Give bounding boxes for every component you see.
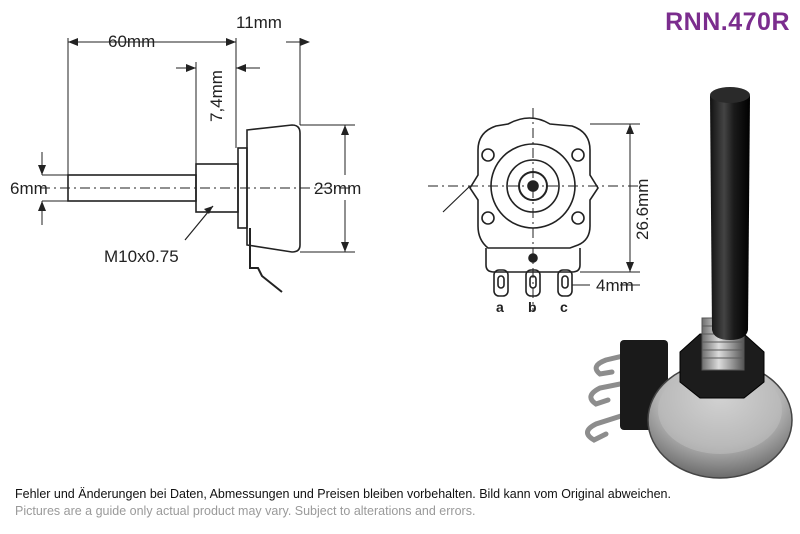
dim-shaft-diameter: 6mm [10, 179, 48, 198]
pin-label-c: c [560, 299, 568, 315]
dim-shaft-length: 60mm [108, 32, 155, 51]
disclaimer-german: Fehler und Änderungen bei Daten, Abmessu… [15, 487, 671, 501]
dim-bushing-length: 7,4mm [207, 70, 226, 122]
dim-front-depth: 11mm [236, 13, 282, 32]
dim-height: 26.6mm [633, 179, 652, 240]
pin-label-a: a [496, 299, 504, 315]
black-shaft [710, 88, 750, 340]
dim-body-diameter: 23mm [314, 179, 361, 198]
disclaimer-english: Pictures are a guide only actual product… [15, 504, 476, 518]
terminal-pins [585, 349, 643, 443]
dim-thread: M10x0.75 [104, 247, 179, 266]
product-photo [585, 87, 793, 479]
side-view [38, 38, 355, 293]
terminal-outline [249, 228, 283, 293]
product-code: RNN.470R [665, 8, 790, 36]
body-outline [246, 124, 301, 253]
disclaimer: Fehler und Änderungen bei Daten, Abmessu… [15, 486, 790, 520]
technical-drawing: 60mm 11mm 7,4mm 6mm 23mm M10x0.75 [10, 13, 793, 479]
pin-label-b: b [528, 299, 537, 315]
front-view [428, 108, 640, 312]
flange-front-outline [469, 117, 599, 249]
dim-pin-pitch: 4mm [596, 276, 634, 295]
